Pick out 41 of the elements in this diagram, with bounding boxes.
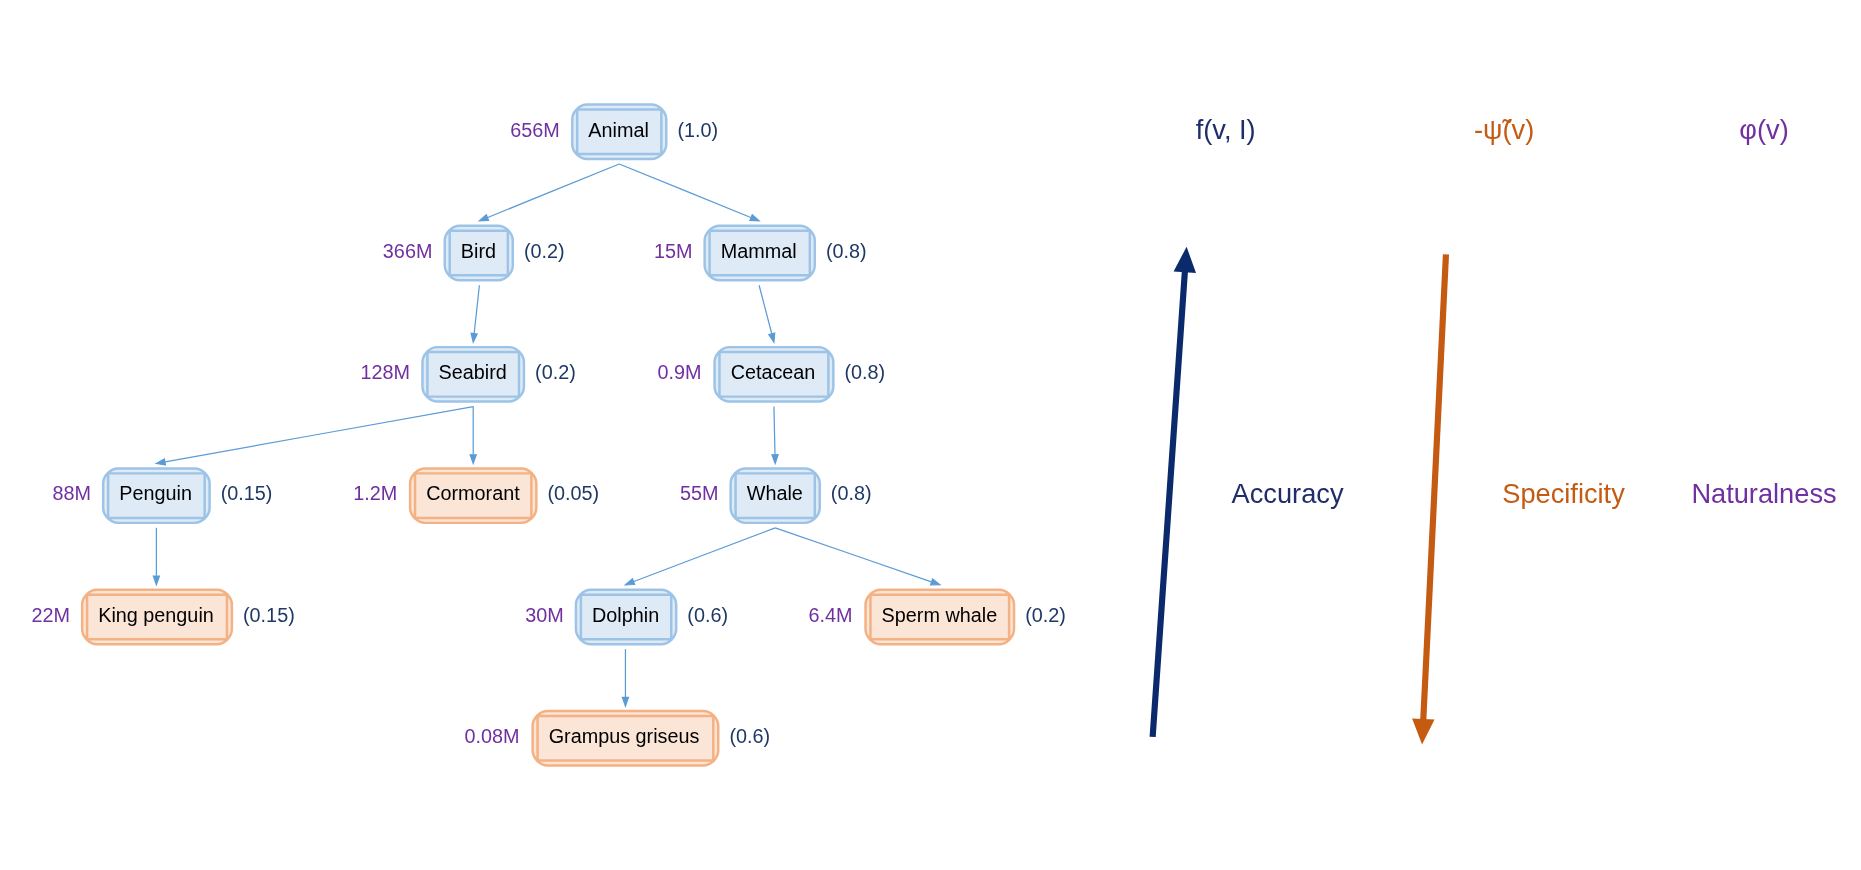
node-label: 15M bbox=[653, 239, 693, 262]
node-label: 22M bbox=[31, 603, 70, 626]
node-label: 656M bbox=[510, 118, 560, 141]
node-label: (0.8) bbox=[830, 482, 872, 505]
arrow bbox=[621, 648, 630, 708]
label: Naturalness bbox=[1691, 477, 1837, 509]
arrow bbox=[154, 405, 474, 466]
label: f(v, I) bbox=[1195, 113, 1256, 145]
node-label: 88M bbox=[52, 482, 91, 505]
arrow bbox=[152, 527, 161, 587]
node-label: 128M bbox=[360, 361, 411, 384]
arrow bbox=[623, 527, 776, 586]
label: -ψ̃(v) bbox=[1474, 113, 1535, 145]
node-label: (0.05) bbox=[547, 482, 600, 505]
node-label: (0.8) bbox=[844, 361, 886, 384]
node-label: (0.6) bbox=[729, 724, 771, 747]
arrow bbox=[758, 284, 776, 344]
node-label: 1.2M bbox=[353, 482, 398, 505]
label: Accuracy bbox=[1231, 477, 1344, 509]
node-label: 0.08M bbox=[464, 724, 520, 747]
label: Specificity bbox=[1502, 477, 1625, 509]
node-label: 30M bbox=[525, 603, 564, 626]
node-label: (0.15) bbox=[243, 603, 295, 626]
label: φ(v) bbox=[1739, 113, 1789, 145]
arrow bbox=[774, 527, 942, 586]
node-label: (0.6) bbox=[687, 603, 729, 626]
node-label: (0.2) bbox=[1025, 603, 1066, 626]
arrow bbox=[771, 405, 779, 466]
node-label: 366M bbox=[382, 239, 433, 262]
arrow bbox=[470, 284, 480, 345]
node-label: (0.15) bbox=[220, 482, 273, 505]
arrow bbox=[618, 163, 761, 222]
node-label: (0.8) bbox=[825, 239, 867, 262]
node-label: 6.4M bbox=[808, 603, 853, 626]
node-label: 55M bbox=[679, 482, 719, 505]
arrow bbox=[469, 405, 478, 466]
node-label: (1.0) bbox=[677, 118, 719, 141]
arrow bbox=[477, 163, 620, 222]
node-label: 0.9M bbox=[657, 361, 702, 384]
node-label: (0.2) bbox=[523, 239, 565, 262]
node-label: (0.2) bbox=[535, 361, 576, 384]
